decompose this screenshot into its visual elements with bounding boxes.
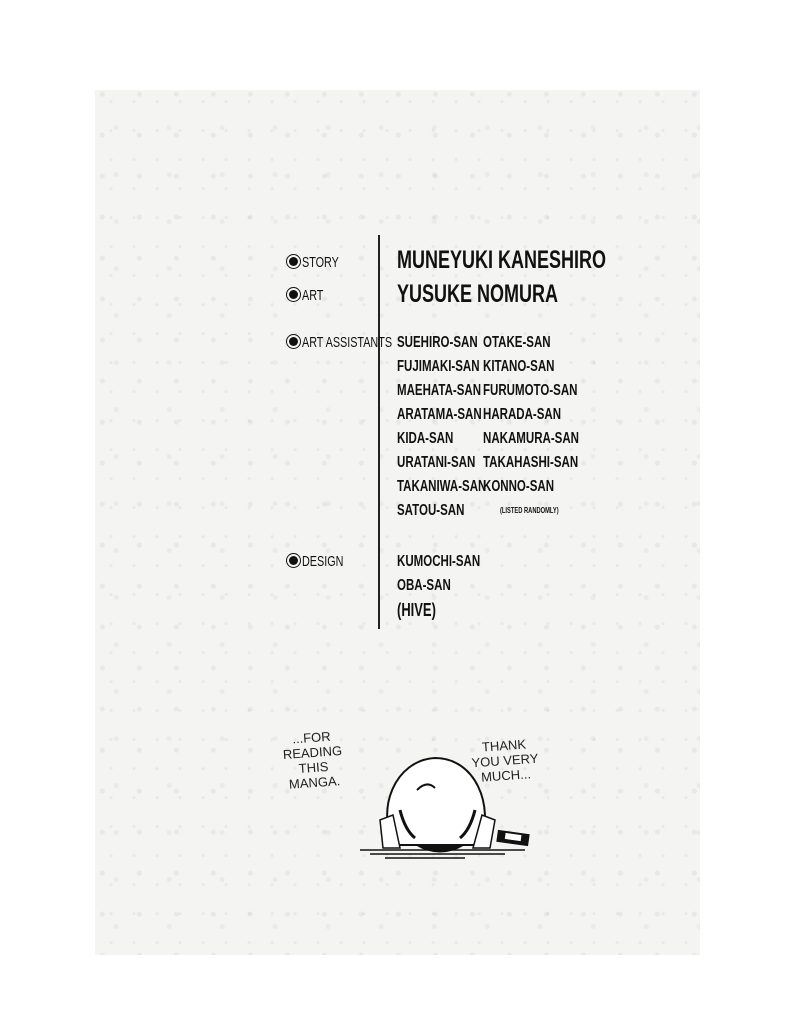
speech-text-left: ...FOR READING THIS MANGA. [282, 728, 343, 792]
art-label: ART [302, 287, 324, 304]
assistant-name: KONNO-SAN [483, 478, 555, 495]
assistant-name: NAKAMURA-SAN [483, 430, 579, 447]
assistant-name: KITANO-SAN [483, 358, 555, 375]
page-paper [95, 90, 700, 955]
story-name: MUNEYUKI KANESHIRO [397, 246, 607, 274]
assistant-name: ARATAMA-SAN [397, 406, 482, 423]
assistant-name: KIDA-SAN [397, 430, 454, 447]
listed-randomly-note: (LISTED RANDOMLY) [500, 506, 559, 515]
assistant-name: SATOU-SAN [397, 502, 465, 519]
art-name: YUSUKE NOMURA [397, 280, 559, 308]
story-label: STORY [302, 254, 339, 271]
bullet-icon [289, 257, 298, 266]
design-label: DESIGN [302, 553, 344, 570]
assistant-name: TAKANIWA-SAN [397, 478, 487, 495]
designer-name: (HIVE) [397, 600, 436, 620]
assistant-name: FUJIMAKI-SAN [397, 358, 480, 375]
assistant-name: FURUMOTO-SAN [483, 382, 578, 399]
divider-line [378, 235, 380, 629]
designer-name: KUMOCHI-SAN [397, 553, 481, 570]
bullet-icon [289, 556, 298, 565]
bullet-icon [289, 290, 298, 299]
assistant-name: HARADA-SAN [483, 406, 562, 423]
assistants-label: ART ASSISTANTS [302, 334, 393, 351]
assistant-name: OTAKE-SAN [483, 334, 551, 351]
assistant-name: MAEHATA-SAN [397, 382, 482, 399]
assistant-name: TAKAHASHI-SAN [483, 454, 579, 471]
bowing-character-illustration [360, 756, 530, 859]
assistant-name: SUEHIRO-SAN [397, 334, 478, 351]
bullet-icon [289, 337, 298, 346]
assistant-name: URATANI-SAN [397, 454, 476, 471]
designer-name: OBA-SAN [397, 577, 451, 594]
